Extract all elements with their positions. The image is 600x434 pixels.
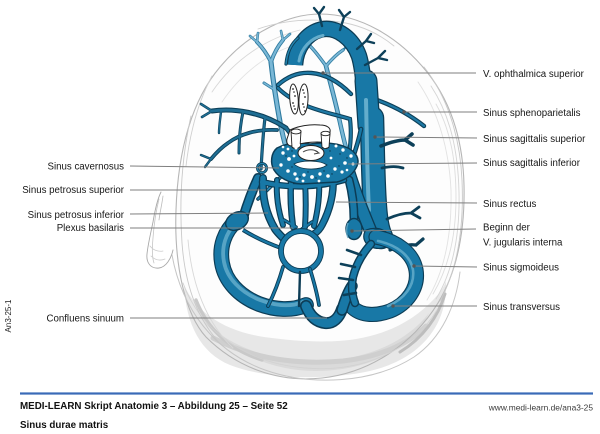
svg-text:Sinus cavernosus: Sinus cavernosus	[48, 162, 125, 173]
svg-text:Plexus basilaris: Plexus basilaris	[57, 223, 124, 234]
svg-text:Sinus petrosus inferior: Sinus petrosus inferior	[28, 210, 125, 221]
svg-text:Sinus transversus: Sinus transversus	[483, 302, 560, 313]
svg-text:Sinus sagittalis inferior: Sinus sagittalis inferior	[483, 158, 581, 169]
svg-text:MEDI-LEARN Skript Anatomie 3 –: MEDI-LEARN Skript Anatomie 3 – Abbildung…	[20, 401, 288, 412]
svg-text:Sinus durae matris: Sinus durae matris	[20, 420, 109, 431]
svg-text:Sinus rectus: Sinus rectus	[483, 199, 536, 210]
svg-text:Sinus sigmoideus: Sinus sigmoideus	[483, 263, 559, 274]
svg-text:V. jugularis interna: V. jugularis interna	[483, 238, 563, 249]
svg-text:Sinus petrosus superior: Sinus petrosus superior	[22, 185, 125, 196]
svg-text:Beginn der: Beginn der	[483, 223, 531, 234]
svg-text:Sinus sagittalis superior: Sinus sagittalis superior	[483, 134, 586, 145]
svg-text:www.medi-learn.de/ana3-25: www.medi-learn.de/ana3-25	[488, 403, 594, 413]
svg-text:Sinus sphenoparietalis: Sinus sphenoparietalis	[483, 108, 581, 119]
svg-text:Confluens sinuum: Confluens sinuum	[46, 314, 124, 325]
svg-text:V. ophthalmica superior: V. ophthalmica superior	[483, 69, 585, 80]
svg-text:An3-25-1: An3-25-1	[4, 299, 13, 332]
